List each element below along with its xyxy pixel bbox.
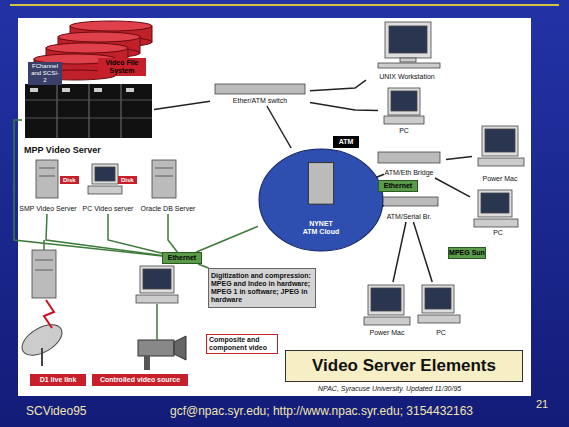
switch: Ether/ATM switch bbox=[210, 82, 310, 106]
power-mac: Power Mac bbox=[472, 122, 528, 184]
footer-text: SCVideo95 bbox=[26, 404, 87, 418]
node-text: Ethernet bbox=[168, 254, 196, 262]
node-text: PC bbox=[436, 329, 446, 337]
node-text: PC Video server bbox=[83, 205, 134, 213]
mpp-cabinet bbox=[25, 84, 152, 138]
node-text: Digitization and compression: MPEG and I… bbox=[211, 272, 313, 304]
node-text: Power Mac bbox=[369, 329, 404, 337]
pc: PC bbox=[378, 86, 430, 136]
network-link bbox=[435, 178, 470, 197]
node-text: Controlled video source bbox=[100, 376, 180, 384]
node-text: MPP Video Server bbox=[24, 145, 101, 155]
smp-server: SMP Video Server bbox=[18, 158, 78, 214]
top-rule bbox=[10, 4, 559, 6]
footer-text: gcf@npac.syr.edu; http://www.npac.syr.ed… bbox=[170, 404, 473, 418]
digitizer-note: Digitization and compression: MPEG and I… bbox=[208, 268, 316, 308]
network-link bbox=[14, 120, 162, 256]
node-text: ATM/Serial Br. bbox=[387, 213, 432, 221]
title: Video Server Elements bbox=[285, 350, 523, 382]
node-text: MPEG Sun bbox=[449, 249, 485, 257]
video-camera bbox=[138, 304, 186, 370]
computers bbox=[32, 22, 524, 325]
mpeg-label: MPEG Sun bbox=[448, 247, 486, 259]
cloud-shape bbox=[258, 148, 384, 252]
network-link bbox=[154, 101, 210, 109]
ethernet-label: Ethernet bbox=[378, 180, 418, 192]
node-text: ATM bbox=[339, 138, 354, 146]
node-text: UNIX Workstation bbox=[379, 73, 435, 81]
serial-bridge: ATM/Serial Br. bbox=[372, 194, 446, 222]
atm-label: ATM bbox=[333, 136, 359, 148]
video-note: Composite and component video bbox=[206, 334, 278, 354]
node-text: PC bbox=[399, 127, 409, 135]
caption: NPAC, Syracuse University. Updated 11/30… bbox=[318, 385, 461, 392]
node-text: Oracle DB Server bbox=[141, 205, 196, 213]
network-link bbox=[108, 214, 162, 253]
node-text: D1 live link bbox=[40, 376, 77, 384]
node-text: ATM Cloud bbox=[303, 228, 339, 236]
node-text: Power Mac bbox=[482, 175, 517, 183]
pc: PC bbox=[418, 282, 464, 338]
node-text: SMP Video Server bbox=[19, 205, 76, 213]
network-link bbox=[393, 222, 406, 282]
ethernet-label: Ethernet bbox=[162, 252, 202, 264]
network-link bbox=[446, 156, 472, 159]
pc: PC bbox=[470, 186, 526, 238]
network-link bbox=[168, 214, 177, 252]
node-text: Ethernet bbox=[384, 182, 412, 190]
satellite-dish bbox=[17, 300, 67, 366]
video-source: Controlled video source bbox=[92, 374, 188, 386]
node-text: NYNET bbox=[309, 220, 333, 228]
pc-server: PC Video server bbox=[80, 158, 136, 214]
mpp-server: MPP Video Server bbox=[22, 82, 154, 156]
video-source: D1 live link bbox=[30, 374, 86, 386]
node-text: FChannel and SCSI-2 bbox=[30, 63, 60, 84]
network-link bbox=[310, 80, 366, 91]
node-text: Composite and component video bbox=[209, 336, 275, 352]
node-text: Ether/ATM switch bbox=[233, 97, 287, 105]
power-mac: Power Mac bbox=[358, 282, 416, 338]
node-text: PC bbox=[493, 229, 503, 237]
network-link bbox=[310, 102, 378, 110]
bus-drop bbox=[43, 240, 45, 250]
panel bbox=[18, 18, 531, 396]
node-text: ATM/Eth Bridge bbox=[385, 169, 434, 177]
network-link bbox=[413, 222, 432, 282]
atm-cloud: NYNETATM Cloud bbox=[258, 148, 384, 252]
disk-tag: Disk bbox=[60, 176, 79, 184]
network-link bbox=[196, 226, 258, 252]
db-server: Oracle DB Server bbox=[138, 158, 198, 214]
network-link bbox=[267, 106, 291, 148]
bridge: ATM/Eth Bridge bbox=[372, 150, 446, 178]
network-devices bbox=[215, 84, 440, 206]
file-system-label: Video File System bbox=[98, 58, 146, 76]
workstation: UNIX Workstation bbox=[366, 20, 448, 82]
node-text: Video File System bbox=[100, 59, 144, 75]
page-number: 21 bbox=[536, 398, 548, 410]
channel-label: FChannel and SCSI-2 bbox=[28, 62, 62, 85]
disk-tag: Disk bbox=[118, 176, 137, 184]
